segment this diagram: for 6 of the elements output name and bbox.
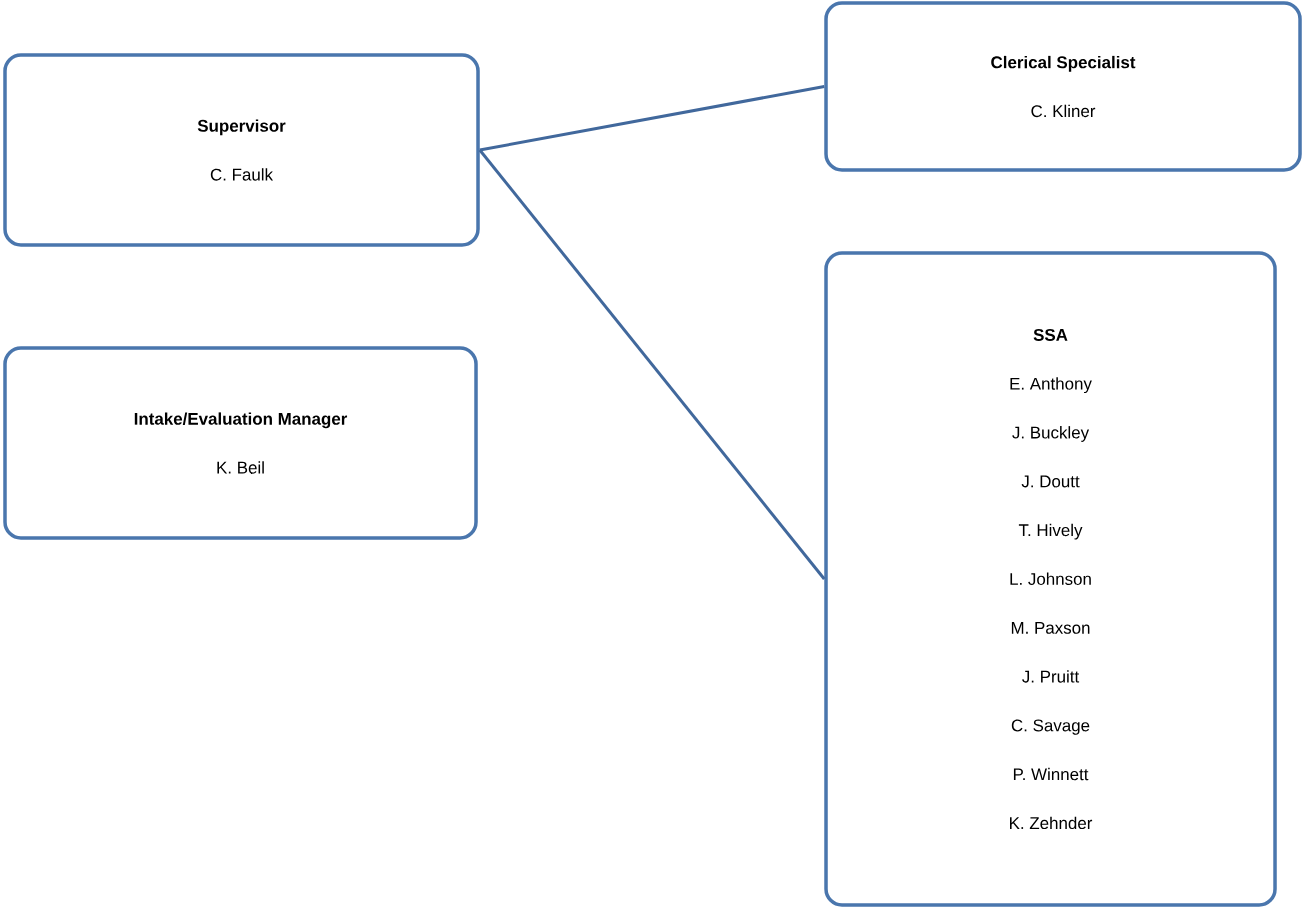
connector-line <box>479 85 825 152</box>
org-box: SSA E. Anthony J. Buckley J. Doutt T. Hively L. Johnson M. Paxson J. Pruitt C. Savage P. Winnett K. Zehnder <box>824 251 1277 907</box>
org-box: Clerical Specialist C. Kliner <box>824 1 1302 172</box>
connector-line <box>478 149 826 580</box>
org-box: Intake/Evaluation Manager K. Beil <box>3 346 478 540</box>
org-box: Supervisor C. Faulk <box>3 53 480 247</box>
